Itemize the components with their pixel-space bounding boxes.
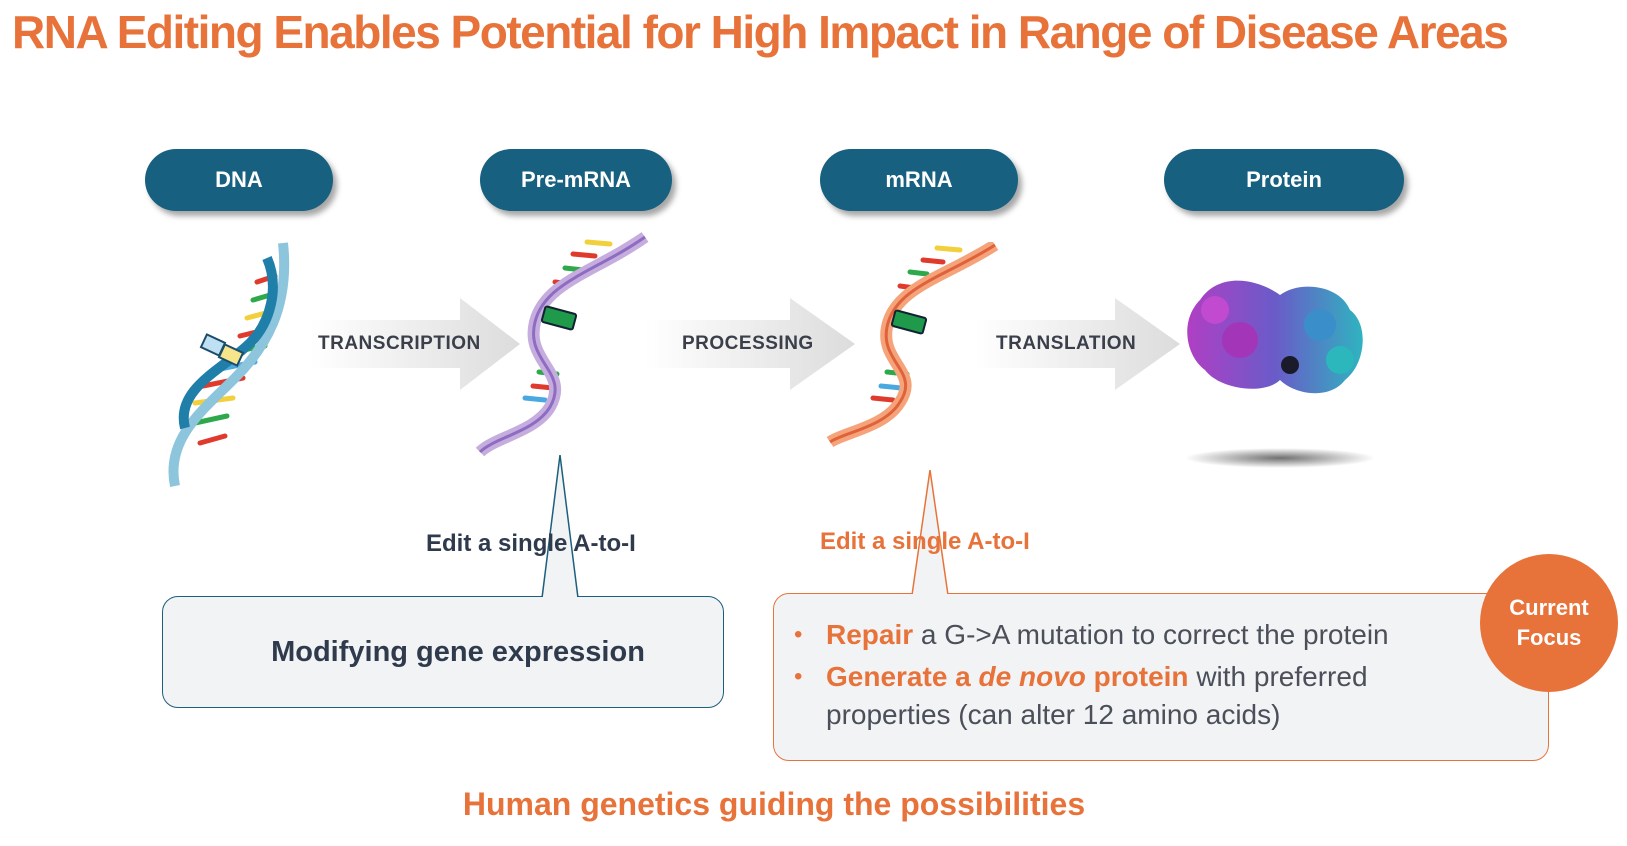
stage-pill-protein: Protein xyxy=(1164,149,1404,211)
stage-pill-pre-mrna: Pre-mRNA xyxy=(480,149,672,211)
translation-arrow xyxy=(975,298,1180,390)
stage-pill-mrna: mRNA xyxy=(820,149,1018,211)
right-callout-pointer xyxy=(911,470,949,595)
bullet-generate-bold-a: Generate a xyxy=(826,661,979,692)
translation-label: TRANSLATION xyxy=(996,333,1137,354)
bullet-dot-icon: • xyxy=(794,663,803,690)
badge-line2: Focus xyxy=(1516,625,1582,650)
bullet-generate-bold-b: protein xyxy=(1085,661,1189,692)
pre-mrna-strand-icon xyxy=(475,232,649,457)
left-pointer-join xyxy=(543,596,577,599)
dna-double-helix-icon xyxy=(168,242,290,488)
bullet-repair: • Repair a G->A mutation to correct the … xyxy=(792,616,1492,654)
left-callout-box: Modifying gene expression xyxy=(162,596,724,708)
left-edit-label: Edit a single A-to-I xyxy=(426,530,636,557)
processing-label: PROCESSING xyxy=(682,333,814,354)
right-callout-bullets: • Repair a G->A mutation to correct the … xyxy=(792,616,1492,734)
bullet-repair-text: a G->A mutation to correct the protein xyxy=(913,619,1389,650)
transcription-arrow xyxy=(310,298,520,390)
footer-tagline: Human genetics guiding the possibilities xyxy=(462,786,1086,822)
transcription-label: TRANSCRIPTION xyxy=(318,333,481,354)
bullet-generate-italic: de novo xyxy=(978,661,1086,692)
right-callout-box xyxy=(773,593,1549,761)
right-pointer-join xyxy=(913,593,947,596)
mrna-strand-icon xyxy=(826,242,999,447)
bullet-repair-bold: Repair xyxy=(826,619,914,650)
bullet-generate-text: with preferred properties (can alter 12 … xyxy=(826,661,1368,730)
current-focus-badge: Current Focus xyxy=(1480,554,1618,692)
right-edit-label: Edit a single A-to-I xyxy=(820,528,1030,555)
bullet-generate: • Generate a de novo protein with prefer… xyxy=(792,658,1492,734)
left-callout-pointer xyxy=(541,455,579,598)
stage-pill-dna: DNA xyxy=(145,149,333,211)
protein-structure-icon xyxy=(1185,280,1375,468)
badge-line1: Current xyxy=(1509,595,1589,620)
left-callout-text: Modifying gene expression xyxy=(271,635,645,668)
page-title: RNA Editing Enables Potential for High I… xyxy=(12,6,1509,58)
processing-arrow xyxy=(645,298,855,390)
bullet-dot-icon: • xyxy=(794,621,803,648)
